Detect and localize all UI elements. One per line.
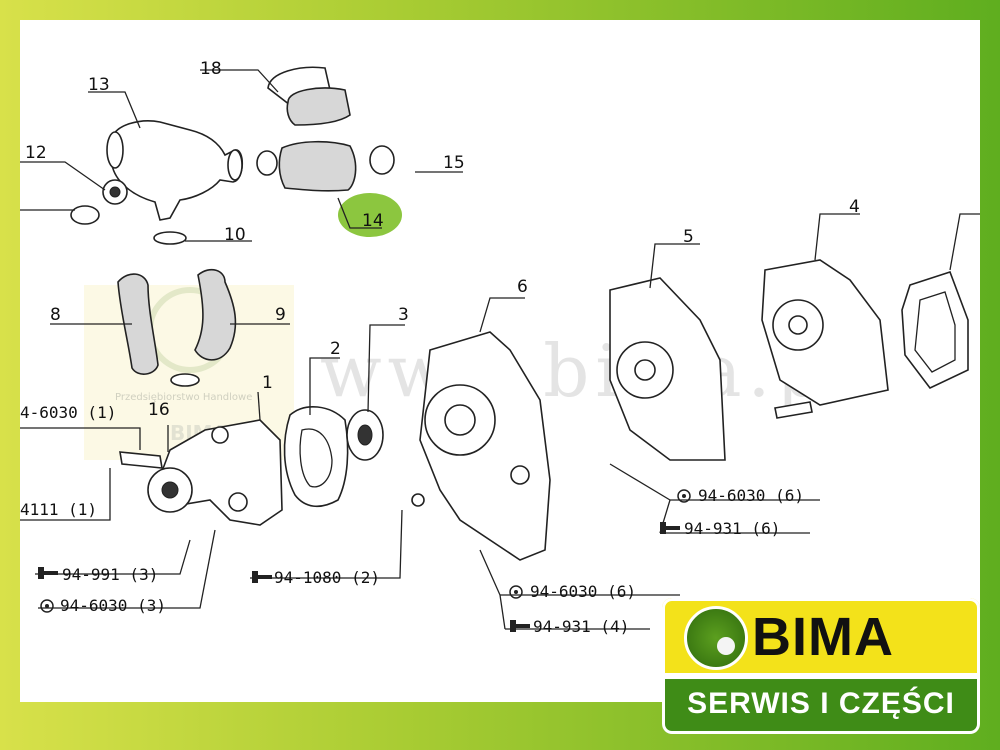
bima-logo: BIMA SERWIS I CZĘŚCI [662,598,980,734]
watermark-site: www.bima.pl [320,329,858,413]
part-2-gasket [283,405,349,508]
part-5-cover [609,277,726,461]
part-14-highlight [338,193,402,237]
part-4-cover [761,259,889,419]
label-washer-6030-right: 94-6030 (6) [698,486,804,505]
bolt-icon-931-center [510,620,530,632]
bolt-icon-931-right [660,522,680,534]
part-16-stud [119,451,163,469]
part-13-thermostat-housing [106,120,244,221]
part-10-clamp [153,231,187,245]
washer-icon-left [40,599,54,613]
parts-diagram: www.bima.pl Przedsiębiorstwo Handlowe BI… [20,59,980,636]
label-part-14: 14 [362,211,384,231]
leader-lines [20,69,980,630]
label-bolt-931-center: 94-931 (4) [533,617,629,636]
label-part-13: 13 [88,75,110,95]
part-right-gasket-inner [914,291,956,373]
logo-tagline: SERWIS I CZĘŚCI [687,687,955,720]
label-bolt-991: 94-991 (3) [62,565,158,584]
part-6-pump-housing [419,331,551,561]
logo-top-panel: BIMA [662,598,980,676]
label-part-12: 12 [25,143,47,163]
label-part-3: 3 [398,305,409,325]
washer-icon-right [677,489,691,503]
part-8-hose [117,273,159,375]
watermark-small-line: Przedsiębiorstwo Handlowe [115,392,252,403]
part-right-gasket [901,271,969,390]
label-part-9: 9 [275,305,286,325]
part-9-hose [194,268,237,361]
label-washer-6030-center: 94-6030 (6) [530,582,636,601]
part-1-pump-body [147,419,283,526]
label-fastener-left-top: 4-6030 (1) [20,403,116,422]
bolt-icon-1080 [252,571,272,583]
washer-icon-center [509,585,523,599]
logo-ball-icon [684,606,748,670]
label-part-2: 2 [330,339,341,359]
logo-name: BIMA [752,607,894,667]
label-part-4: 4 [849,197,860,217]
part-3-impeller [346,409,384,461]
part-2-gasket-inner [299,428,333,488]
label-fastener-left-bottom: 4111 (1) [20,500,97,519]
part-clamp-small [170,373,200,387]
label-part-5: 5 [683,227,694,247]
label-bolt-931-right: 94-931 (6) [684,519,780,538]
diagram-sheet: www.bima.pl Przedsiębiorstwo Handlowe BI… [20,20,980,702]
label-washer-6030-left: 94-6030 (3) [60,596,166,615]
label-part-16: 16 [148,400,170,420]
label-part-6: 6 [517,277,528,297]
label-part-15: 15 [443,153,465,173]
part-12-fitting [70,179,128,225]
bolt-icon-991 [38,567,58,579]
logo-bottom-panel: SERWIS I CZĘŚCI [662,676,980,734]
label-part-10: 10 [224,225,246,245]
part-washer-small [411,493,425,507]
label-part-8: 8 [50,305,61,325]
label-bolt-1080: 94-1080 (2) [274,568,380,587]
label-part-18: 18 [200,59,222,79]
part-14-hose [256,140,395,192]
part-18-elbow-hose [267,66,351,126]
label-part-1: 1 [262,373,273,393]
